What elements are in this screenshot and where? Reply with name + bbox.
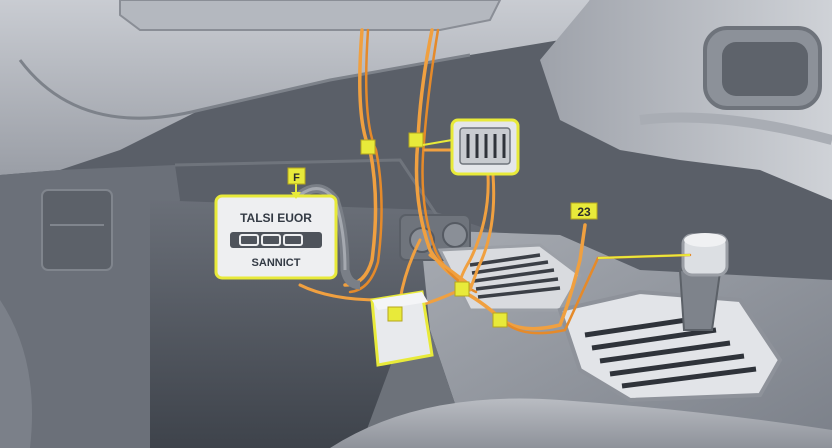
glovebox-edge xyxy=(18,53,471,120)
tag-f: F xyxy=(287,167,306,199)
tag-f-arrowhead xyxy=(291,192,301,199)
switch-knob-right xyxy=(442,222,468,248)
tag-23: 23 xyxy=(570,202,598,220)
wiring-harness xyxy=(298,28,692,335)
shifter-knob-top xyxy=(684,233,726,247)
lower-tray-ribs xyxy=(584,315,757,389)
harness-clips xyxy=(360,132,508,328)
floor-panel-edge xyxy=(174,158,442,221)
kick-panel-recess xyxy=(41,189,113,271)
module-label-box: TALSI EUOR SANNICT xyxy=(214,194,338,280)
clip-2 xyxy=(408,132,424,148)
left-door-edge xyxy=(0,300,32,448)
shifter-callout-line xyxy=(597,254,691,259)
dashboard-trim xyxy=(119,0,502,31)
clip-1 xyxy=(360,139,376,155)
clip-4 xyxy=(492,312,508,328)
module-label-line2: SANNICT xyxy=(252,257,301,269)
module-label-line1: TALSI EUOR xyxy=(240,211,312,225)
air-vent-inner xyxy=(722,42,808,96)
relay-box xyxy=(450,118,520,176)
dash-curve xyxy=(639,112,832,145)
shifter-boot xyxy=(678,268,722,331)
seat-cushion xyxy=(330,398,832,448)
relay-callout-line xyxy=(422,139,453,146)
junction-box xyxy=(370,290,434,367)
tag-23-label: 23 xyxy=(577,205,591,219)
tag-f-label: F xyxy=(293,172,300,184)
clip-3 xyxy=(454,281,470,297)
clip-5 xyxy=(387,306,403,322)
